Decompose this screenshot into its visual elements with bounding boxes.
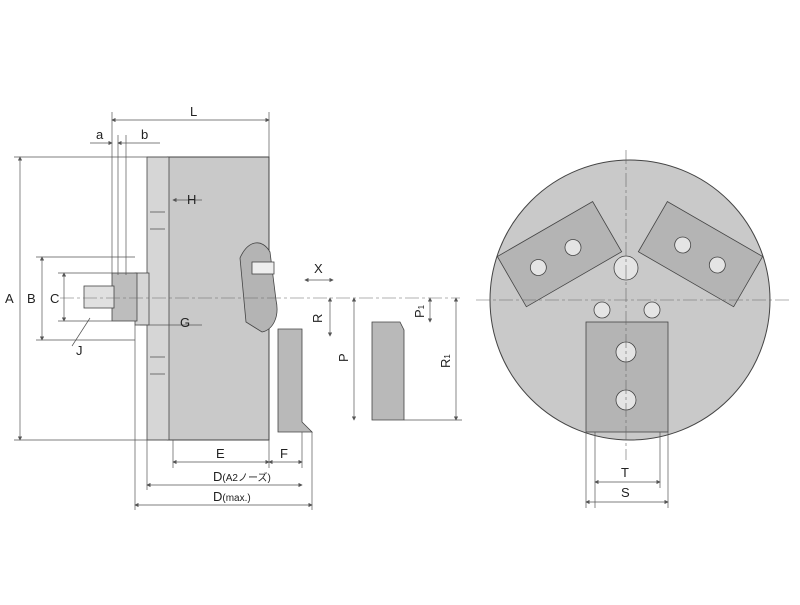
label-S: S <box>621 485 630 500</box>
spindle-bore <box>83 285 115 309</box>
label-P: P <box>336 353 351 362</box>
label-a: a <box>96 127 104 142</box>
pinion-2 <box>643 301 661 319</box>
jaw-upper-right <box>637 200 764 308</box>
reversed-jaw <box>371 321 405 421</box>
label-T: T <box>621 465 629 480</box>
front-view <box>476 150 790 460</box>
label-C: C <box>50 291 59 306</box>
label-B: B <box>27 291 36 306</box>
label-R1: R1 <box>438 354 453 368</box>
label-H: H <box>187 192 196 207</box>
jaw-screw <box>251 261 275 275</box>
label-D-max: D(max.) <box>213 489 251 504</box>
label-R: R <box>310 314 325 323</box>
label-b: b <box>141 127 148 142</box>
label-A: A <box>5 291 14 306</box>
label-L: L <box>190 104 197 119</box>
top-jaw <box>277 328 313 433</box>
jaw-on-body <box>239 242 278 333</box>
label-D-nose: D(A2ノーズ) <box>213 469 271 484</box>
side-dimensions <box>14 112 462 510</box>
label-J: J <box>76 343 83 358</box>
label-X: X <box>314 261 323 276</box>
label-P1: P1 <box>412 304 427 318</box>
label-G: G <box>180 315 190 330</box>
front-dimensions <box>585 432 669 508</box>
label-F: F <box>280 446 288 461</box>
jaw-upper-left <box>496 200 623 308</box>
spindle-hub <box>111 272 138 322</box>
label-E: E <box>216 446 225 461</box>
labels: L a b H A B C G J X R P P1 R1 E F D(A2ノー… <box>5 104 630 504</box>
pinion-1 <box>593 301 611 319</box>
side-view <box>60 156 460 441</box>
jaw-bottom <box>585 321 669 433</box>
back-flange <box>146 156 170 441</box>
